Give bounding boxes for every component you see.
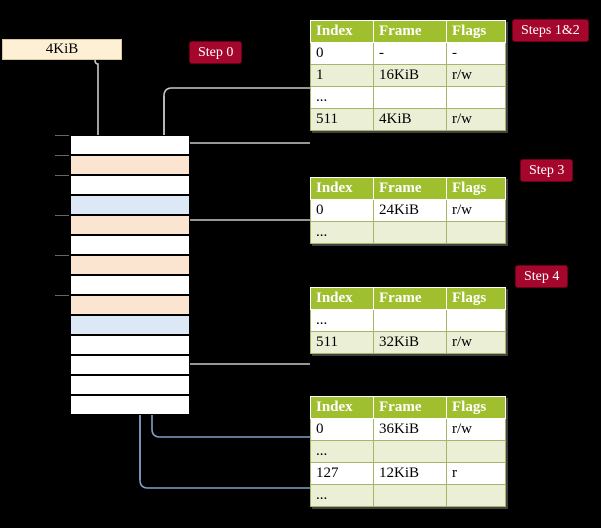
badge-step-3: Step 3	[520, 159, 574, 182]
cell-index: ...	[310, 484, 374, 507]
memory-frame-row	[70, 215, 190, 235]
column-header-flags: Flags	[446, 20, 506, 43]
cell-frame	[373, 221, 447, 244]
cell-frame: 12KiB	[373, 462, 447, 485]
cell-frame: 16KiB	[373, 64, 447, 87]
table-row[interactable]: ...	[310, 440, 506, 463]
cell-flags	[446, 484, 506, 507]
column-header-flags: Flags	[446, 177, 506, 200]
cell-index: ...	[310, 86, 374, 109]
cell-index: ...	[310, 309, 374, 332]
table-row[interactable]: ...	[310, 221, 506, 244]
cell-flags	[446, 440, 506, 463]
table-row[interactable]: 0--	[310, 42, 506, 65]
cell-index: 0	[310, 199, 374, 222]
memory-frame-row	[70, 355, 190, 375]
cell-flags: r/w	[446, 199, 506, 222]
cell-flags: r/w	[446, 331, 506, 354]
cell-index: 127	[310, 462, 374, 485]
cell-flags	[446, 86, 506, 109]
memory-frame-row	[70, 255, 190, 275]
cell-index: 1	[310, 64, 374, 87]
column-header-frame: Frame	[373, 177, 447, 200]
highlighted-value: 4KiB	[379, 111, 412, 127]
column-header-index: Index	[310, 177, 374, 200]
cell-index: 511	[310, 331, 374, 354]
memory-frame-row	[70, 275, 190, 295]
virtual-page-box: 4KiB	[2, 39, 122, 60]
memory-row-tick	[55, 295, 69, 296]
memory-frame-row	[70, 235, 190, 255]
memory-row-tick	[55, 135, 69, 136]
column-header-frame: Frame	[373, 287, 447, 310]
table-row[interactable]: ...	[310, 309, 506, 332]
memory-frame-row	[70, 315, 190, 335]
column-header-flags: Flags	[446, 287, 506, 310]
cell-frame: -	[373, 42, 447, 65]
cell-index: ...	[310, 221, 374, 244]
column-header-flags: Flags	[446, 396, 506, 419]
cell-flags	[446, 309, 506, 332]
cell-flags	[446, 221, 506, 244]
memory-frame-row	[70, 395, 190, 415]
memory-row-tick	[55, 155, 69, 156]
cell-frame: 36KiB	[373, 418, 447, 441]
memory-row-tick	[55, 255, 69, 256]
cell-index: ...	[310, 440, 374, 463]
cell-index: 0	[310, 42, 374, 65]
cell-frame	[373, 440, 447, 463]
cell-flags: r	[446, 462, 506, 485]
cell-flags: r/w	[446, 418, 506, 441]
memory-frame-row	[70, 375, 190, 395]
column-header-index: Index	[310, 287, 374, 310]
memory-row-tick	[55, 215, 69, 216]
memory-frame-row	[70, 155, 190, 175]
column-header-index: Index	[310, 396, 374, 419]
badge-step-4: Step 4	[515, 265, 569, 288]
memory-frame-row	[70, 135, 190, 155]
cell-flags: r/w	[446, 108, 506, 131]
column-header-index: Index	[310, 20, 374, 43]
table-row[interactable]: 511 4KiB r/w	[310, 108, 506, 131]
cell-frame	[373, 86, 447, 109]
highlighted-value: 511	[316, 111, 338, 127]
badge-step-0: Step 0	[189, 41, 243, 64]
cell-frame	[373, 484, 447, 507]
cell-frame: 32KiB	[373, 331, 447, 354]
memory-row-tick	[55, 175, 69, 176]
cell-index: 0	[310, 418, 374, 441]
column-header-frame: Frame	[373, 20, 447, 43]
cell-index: 511	[310, 108, 374, 131]
cell-frame: 24KiB	[373, 199, 447, 222]
badge-steps-1-2: Steps 1&2	[512, 19, 589, 42]
memory-frame-row	[70, 295, 190, 315]
memory-frame-row	[70, 195, 190, 215]
cell-frame: 4KiB	[373, 108, 447, 131]
virtual-page-label: 4KiB	[45, 41, 79, 57]
table-row[interactable]: ...	[310, 484, 506, 507]
memory-frame-row	[70, 175, 190, 195]
column-header-frame: Frame	[373, 396, 447, 419]
cell-flags: -	[446, 42, 506, 65]
memory-frame-row	[70, 335, 190, 355]
highlighted-value: r/w	[452, 111, 472, 127]
cell-flags: r/w	[446, 64, 506, 87]
table-row[interactable]: ...	[310, 86, 506, 109]
cell-frame	[373, 309, 447, 332]
